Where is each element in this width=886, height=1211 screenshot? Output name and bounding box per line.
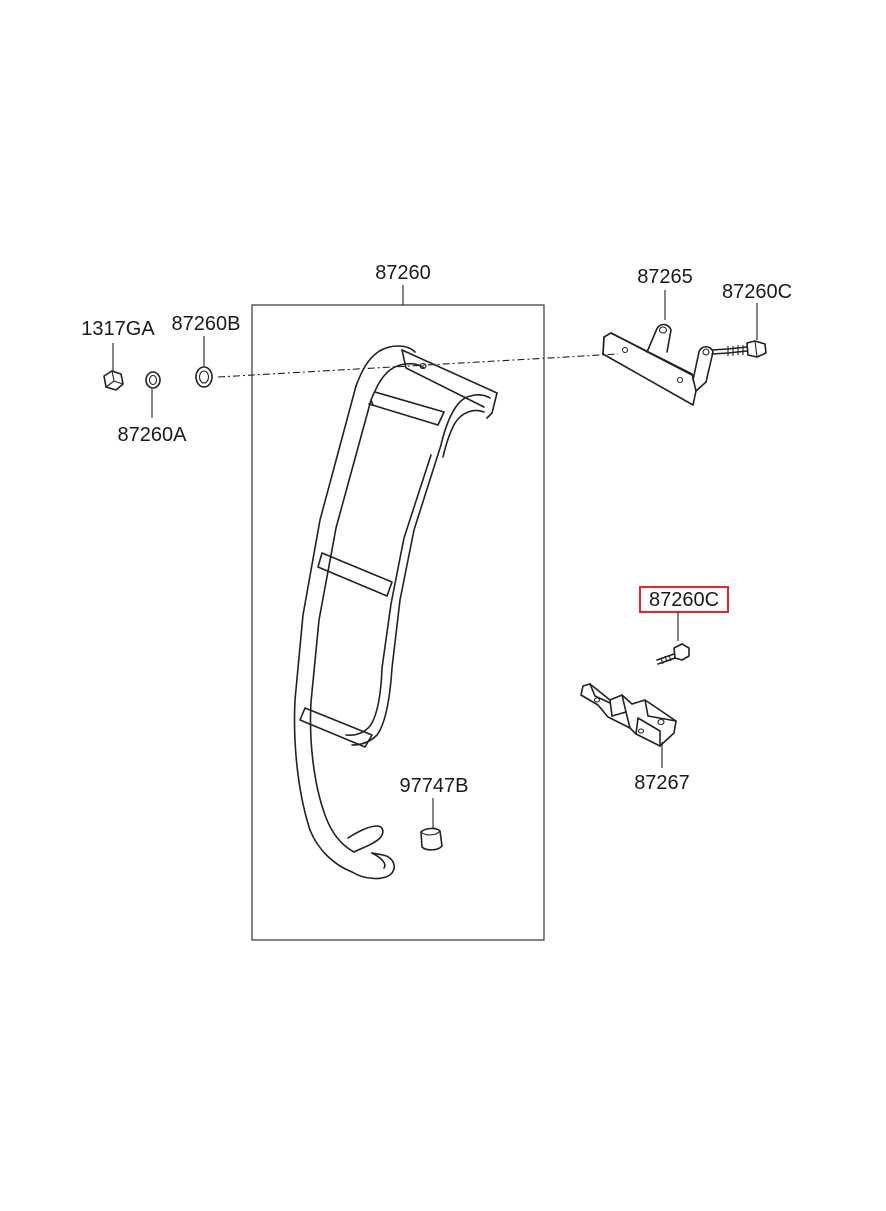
- label-97747b[interactable]: 97747B: [400, 775, 469, 797]
- assembly-box: [251, 304, 545, 941]
- label-87260c-upper[interactable]: 87260C: [722, 281, 792, 303]
- highlight-box: [639, 586, 729, 613]
- label-1317ga[interactable]: 1317GA: [81, 318, 155, 340]
- label-87260a[interactable]: 87260A: [118, 424, 188, 446]
- label-87260b[interactable]: 87260B: [172, 313, 241, 335]
- bolt-87260c-lower[interactable]: [656, 643, 690, 665]
- bracket-87265[interactable]: [602, 323, 714, 406]
- ladder-87260[interactable]: [293, 345, 498, 880]
- bracket-87267[interactable]: [580, 683, 677, 747]
- collar-97747b[interactable]: [420, 827, 443, 851]
- label-87267[interactable]: 87267: [634, 772, 690, 794]
- bolt-87260c-upper[interactable]: [711, 340, 767, 358]
- nut-1317ga[interactable]: [103, 370, 124, 391]
- label-87265[interactable]: 87265: [637, 266, 693, 288]
- label-87260[interactable]: 87260: [375, 262, 431, 284]
- label-87260c-highlight[interactable]: 87260C: [649, 589, 719, 611]
- spacer-87260b[interactable]: [195, 366, 213, 388]
- washer-87260a[interactable]: [145, 371, 161, 389]
